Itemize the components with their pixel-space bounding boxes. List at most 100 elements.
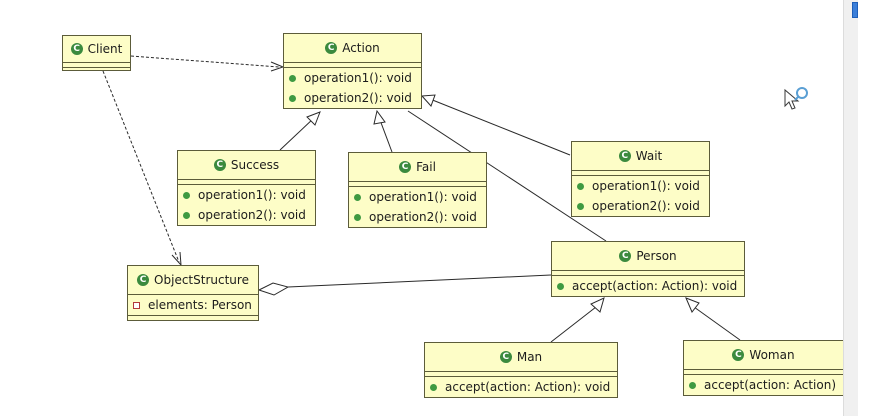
method-signature: operation1(): void <box>304 71 412 85</box>
method-signature: accept(action: Action): void <box>445 380 611 394</box>
class-fields-compartment <box>425 372 617 377</box>
method-row: accept(action: Action) <box>684 375 843 395</box>
method-signature: operation2(): void <box>592 199 700 213</box>
class-name: Fail <box>416 160 436 174</box>
aggregation-diamond <box>257 282 290 296</box>
method-dot-icon <box>354 193 361 201</box>
generalization-success-arrowhead <box>306 111 321 126</box>
generalization-fail-action <box>379 119 393 153</box>
class-name: Man <box>516 350 543 364</box>
method-dot-icon <box>183 191 190 199</box>
scrollbar-thumb[interactable] <box>852 2 858 18</box>
class-name: Person <box>636 249 677 263</box>
class-header: C ObjectStructure <box>128 266 258 295</box>
method-dot-icon <box>430 383 437 391</box>
method-row: operation2(): void <box>572 196 709 216</box>
method-signature: accept(action: Action) <box>704 378 836 392</box>
method-signature: operation1(): void <box>592 179 700 193</box>
class-objectstructure[interactable]: C ObjectStructure elements: Person <box>127 265 259 321</box>
class-fields-compartment <box>349 182 486 187</box>
field-row: elements: Person <box>128 295 258 315</box>
generalization-woman-arrowhead <box>685 297 700 313</box>
class-icon: C <box>619 250 632 262</box>
class-fields-compartment <box>63 63 130 68</box>
class-header: C Action <box>284 34 421 63</box>
class-icon: C <box>399 161 412 173</box>
class-fields-compartment <box>284 63 421 68</box>
class-fields-compartment <box>178 180 315 185</box>
class-woman[interactable]: C Woman accept(action: Action) <box>683 340 843 396</box>
method-row: accept(action: Action): void <box>425 377 617 397</box>
method-row: operation2(): void <box>284 88 421 108</box>
class-header: C Woman <box>684 341 843 370</box>
class-icon: C <box>70 43 83 55</box>
method-dot-icon <box>354 213 361 221</box>
method-row: operation1(): void <box>284 68 421 88</box>
class-icon: C <box>213 159 226 171</box>
method-dot-icon <box>577 182 584 190</box>
class-header: C Client <box>63 36 130 63</box>
method-dot-icon <box>577 202 584 210</box>
dependency-client-objectstructure <box>102 70 180 263</box>
class-icon: C <box>499 351 512 363</box>
generalization-wait-action <box>429 98 571 156</box>
class-icon: C <box>325 42 338 54</box>
generalization-woman-person <box>693 306 741 341</box>
dependency-client-action <box>130 55 280 68</box>
generalization-wait-arrowhead <box>420 94 436 107</box>
class-person[interactable]: C Person accept(action: Action): void <box>551 241 745 297</box>
class-header: C Person <box>552 242 744 271</box>
private-field-icon <box>133 301 140 309</box>
method-row: operation1(): void <box>572 176 709 196</box>
magnifier-cursor-icon <box>784 87 808 110</box>
method-signature: accept(action: Action): void <box>572 279 738 293</box>
method-row: accept(action: Action): void <box>552 276 744 296</box>
class-header: C Wait <box>572 142 709 171</box>
generalization-man-person <box>550 306 597 343</box>
method-signature: operation1(): void <box>369 190 477 204</box>
method-signature: operation2(): void <box>369 210 477 224</box>
method-dot-icon <box>557 282 564 290</box>
class-name: ObjectStructure <box>154 273 249 287</box>
class-icon: C <box>732 349 745 361</box>
aggregation-objectstructure-person <box>287 274 552 288</box>
vertical-scrollbar[interactable] <box>843 0 858 416</box>
class-success[interactable]: C Success operation1(): void operation2(… <box>177 150 316 226</box>
dependency-client-objectstructure-arrowhead <box>171 251 182 267</box>
class-name: Client <box>87 42 123 56</box>
class-action[interactable]: C Action operation1(): void operation2()… <box>283 33 422 109</box>
method-row: operation2(): void <box>178 205 315 225</box>
method-dot-icon <box>289 74 296 82</box>
class-name: Success <box>230 158 280 172</box>
class-client[interactable]: C Client <box>62 35 131 71</box>
class-name: Action <box>342 41 380 55</box>
class-icon: C <box>618 150 631 162</box>
class-header: C Fail <box>349 153 486 182</box>
class-fields-compartment: elements: Person <box>128 295 258 316</box>
method-signature: operation2(): void <box>198 208 306 222</box>
class-icon: C <box>137 274 150 286</box>
method-dot-icon <box>183 211 190 219</box>
generalization-success-action <box>279 117 315 151</box>
class-fail[interactable]: C Fail operation1(): void operation2(): … <box>348 152 487 228</box>
generalization-fail-arrowhead <box>373 109 386 125</box>
class-man[interactable]: C Man accept(action: Action): void <box>424 342 618 398</box>
method-signature: operation2(): void <box>304 91 412 105</box>
method-row: operation1(): void <box>349 187 486 207</box>
method-signature: operation1(): void <box>198 188 306 202</box>
class-fields-compartment <box>572 171 709 176</box>
method-row: operation2(): void <box>349 207 486 227</box>
generalization-man-arrowhead <box>590 297 605 313</box>
field-signature: elements: Person <box>148 298 252 312</box>
class-wait[interactable]: C Wait operation1(): void operation2(): … <box>571 141 710 217</box>
class-fields-compartment <box>684 370 843 375</box>
class-header: C Man <box>425 343 617 372</box>
method-dot-icon <box>289 94 296 102</box>
class-header: C Success <box>178 151 315 180</box>
class-name: Woman <box>749 348 795 362</box>
class-fields-compartment <box>552 271 744 276</box>
class-name: Wait <box>635 149 663 163</box>
association-person-action <box>407 110 607 242</box>
class-methods-compartment <box>128 316 258 320</box>
